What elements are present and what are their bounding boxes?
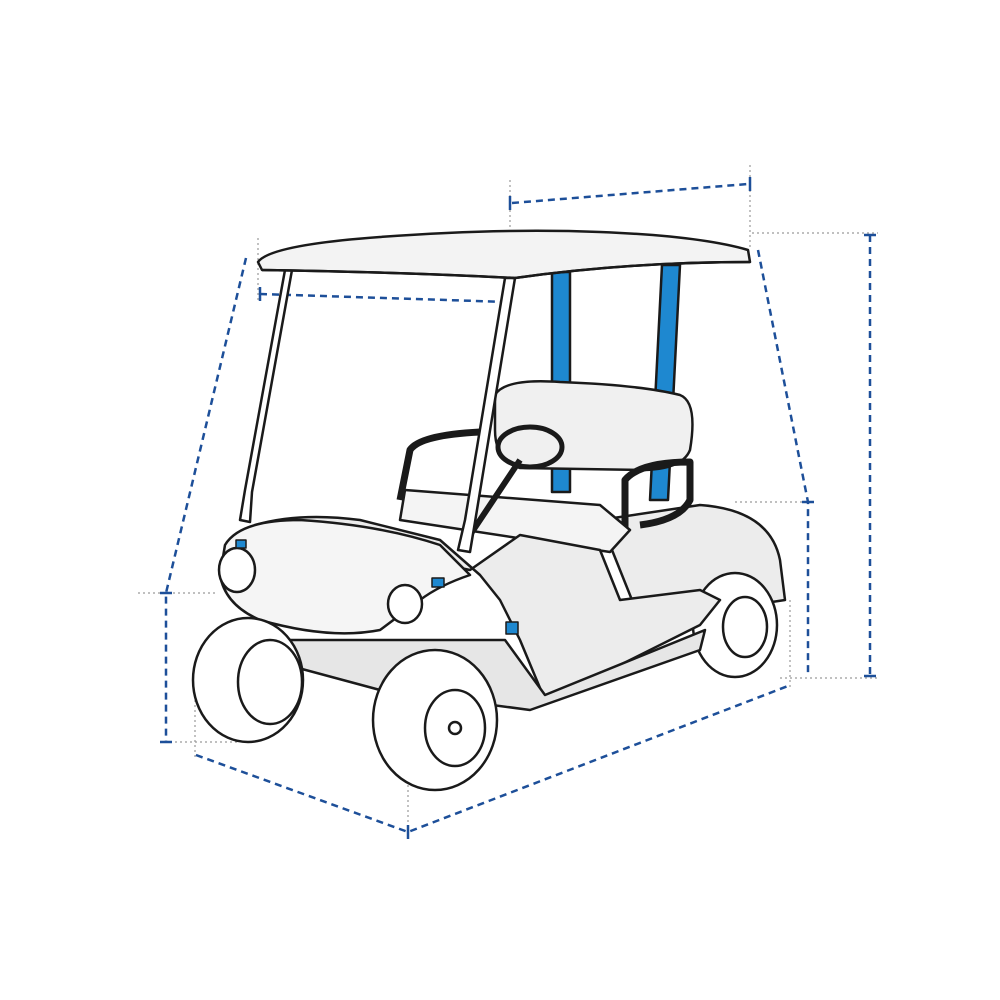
dimension-lines [164,182,872,834]
turn-signal-left [235,539,247,549]
roof-length-dimension [511,182,749,205]
front-strut-left [238,268,294,524]
seat-armrest-left [396,428,481,501]
roof-edge [261,260,751,280]
guide-lines [138,165,878,838]
front-right-hub [447,720,463,736]
roof-front-width-dimension [259,292,509,304]
turn-signal-right [431,577,445,588]
steering-wheel [495,424,565,470]
side-marker [505,621,519,635]
rear-hub [721,595,769,659]
base-dimension [195,684,789,834]
seat-cushion [398,488,632,554]
headlight-left [217,546,257,594]
golf-cart [191,229,787,792]
steering-column [467,458,523,537]
seat-armrest-right [621,458,694,530]
front-profile-dimension [164,257,248,742]
main-body [253,515,722,702]
front-left-rim [236,638,304,726]
headlight-right [386,583,424,625]
